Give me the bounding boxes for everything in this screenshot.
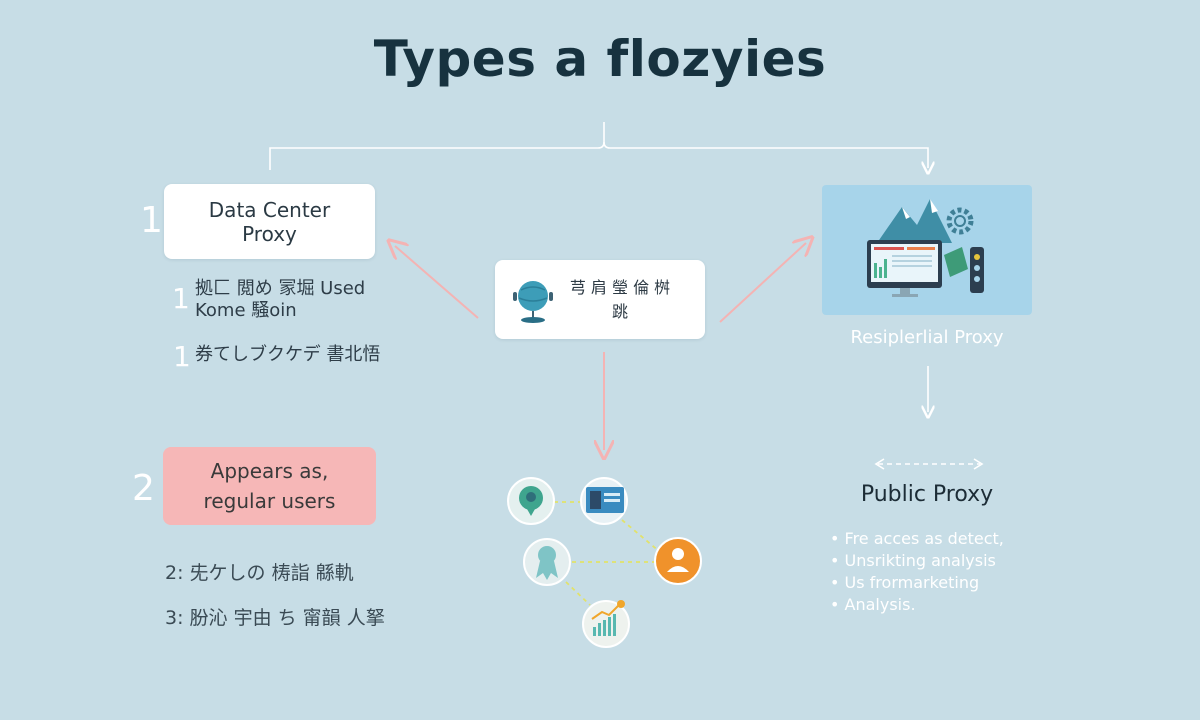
list-item: Analysis. — [830, 594, 1004, 616]
diagram-title: Types a flozyies — [373, 30, 827, 88]
residential-proxy-label: Resiplerlial Proxy — [850, 327, 1004, 348]
list-item: 3: 肦沁 宇由 ち 甯韻 人拏 — [165, 607, 385, 629]
top-bracket — [269, 122, 928, 170]
data-center-proxy-box[interactable]: Data Center Proxy — [164, 184, 375, 259]
public-proxy-title: Public Proxy — [860, 482, 994, 507]
public-proxy-list: Fre acces as detect, Unsrikting analysis… — [830, 528, 1004, 616]
data-center-proxy-label: Data Center Proxy — [208, 197, 331, 246]
globe-stand-icon — [513, 281, 553, 323]
browser-window-icon — [580, 477, 628, 525]
note-number: 1 — [172, 282, 190, 315]
step-number-2: 2 — [132, 468, 155, 509]
step-number-1: 1 — [140, 200, 163, 241]
list-item: Unsrikting analysis — [830, 550, 1004, 572]
user-icon — [654, 537, 702, 585]
monitor-mountains-gear-icon — [867, 199, 984, 297]
list-item: Fre acces as detect, — [830, 528, 1004, 550]
ribbon-badge-icon — [523, 538, 571, 586]
chart-growth-icon — [582, 600, 630, 648]
appears-regular-users-box[interactable]: Appears as, regular users — [163, 447, 376, 525]
data-center-note-2: 券てしブクケデ 書北悟 — [195, 344, 381, 365]
center-proxy-box[interactable]: 芎 肩 瑩 倫 桝跳 — [495, 260, 705, 339]
list-item: Us frormarketing — [830, 572, 1004, 594]
right-arrows — [874, 366, 984, 470]
list-item: 2: 兂ケしの 梼詣 緜軌 — [165, 562, 354, 584]
residential-proxy-panel[interactable] — [822, 185, 1032, 315]
pink-arrows — [395, 243, 806, 450]
map-pin-icon — [507, 477, 555, 525]
network-links — [554, 501, 661, 606]
data-center-note: 拠匚 閲め 冡堀 Used Kome 騒oin — [195, 278, 366, 321]
note2-number: 1 — [173, 340, 191, 373]
appears-label: Appears as, regular users — [203, 459, 336, 513]
center-box-text: 芎 肩 瑩 倫 桝跳 — [569, 278, 671, 321]
